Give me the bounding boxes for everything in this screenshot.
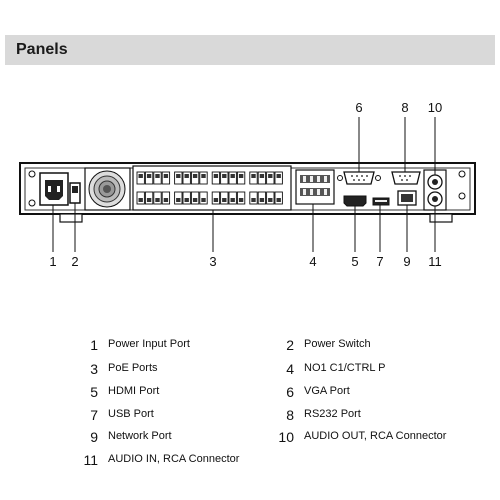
legend-label: USB Port <box>108 408 154 420</box>
legend-number: 8 <box>286 407 294 423</box>
poe-port-contact <box>201 198 206 202</box>
section-header: Panels <box>5 35 495 65</box>
poe-port-contact <box>222 198 227 202</box>
poe-port-contact <box>138 174 143 178</box>
poe-port-contact <box>155 198 160 202</box>
alarm-terminal-block <box>295 169 335 205</box>
poe-port-contact <box>155 174 160 178</box>
callout-4: 4 <box>309 254 316 269</box>
power-switch <box>69 182 81 204</box>
callout-1: 1 <box>49 254 56 269</box>
callout-5: 5 <box>351 254 358 269</box>
poe-port-contact <box>192 174 198 178</box>
vga-port <box>337 171 381 185</box>
power-input-port <box>39 172 69 206</box>
hdmi-port <box>343 195 367 207</box>
callout-10: 10 <box>428 100 442 115</box>
legend-label: Power Switch <box>304 338 371 350</box>
legend-label: PoE Ports <box>108 362 158 374</box>
callout-3: 3 <box>209 254 216 269</box>
callout-7: 7 <box>376 254 383 269</box>
poe-port-contact <box>238 174 244 178</box>
legend-number: 9 <box>90 429 98 445</box>
legend-number: 2 <box>286 337 294 353</box>
legend-number: 1 <box>90 337 98 353</box>
network-port <box>397 190 417 206</box>
legend-number: 4 <box>286 361 294 377</box>
fan-grille <box>84 167 131 211</box>
legend-label: HDMI Port <box>108 385 160 397</box>
legend-label: RS232 Port <box>304 408 361 420</box>
poe-port-contact <box>276 174 281 178</box>
leader-lines <box>52 117 436 252</box>
poe-port-contact <box>251 198 256 202</box>
poe-ports <box>132 165 292 211</box>
legend-number: 7 <box>90 407 98 423</box>
poe-port-contact <box>251 174 256 178</box>
poe-port-contact <box>230 174 235 178</box>
poe-port-contact <box>213 174 219 178</box>
poe-port-contact <box>259 198 265 202</box>
legend-label: Power Input Port <box>108 338 190 350</box>
callout-9: 9 <box>403 254 410 269</box>
callout-8: 8 <box>401 100 408 115</box>
callout-11: 11 <box>428 254 442 269</box>
legend-label: AUDIO OUT, RCA Connector <box>304 430 447 442</box>
poe-port-contact <box>230 198 235 202</box>
poe-port-contact <box>176 174 181 178</box>
legend-number: 10 <box>278 429 294 445</box>
legend-label: VGA Port <box>304 385 350 397</box>
callout-6: 6 <box>355 100 362 115</box>
poe-port-contact <box>213 198 219 202</box>
poe-port-contact <box>176 198 181 202</box>
poe-port-contact <box>146 198 152 202</box>
poe-port-contact <box>222 174 227 178</box>
audio-connectors <box>423 169 447 211</box>
legend-number: 3 <box>90 361 98 377</box>
poe-port-contact <box>184 198 189 202</box>
section-title: Panels <box>16 41 68 58</box>
poe-port-contact <box>238 198 244 202</box>
poe-port-contact <box>163 174 169 178</box>
poe-port-contact <box>184 174 189 178</box>
poe-port-contact <box>192 198 198 202</box>
poe-port-contact <box>146 174 152 178</box>
poe-port-contact <box>163 198 169 202</box>
legend-label: NO1 C1/CTRL P <box>304 362 386 374</box>
poe-port-contact <box>268 174 273 178</box>
poe-port-contact <box>276 198 281 202</box>
legend-label: Network Port <box>108 430 172 442</box>
poe-port-contact <box>138 198 143 202</box>
callout-2: 2 <box>71 254 78 269</box>
legend-number: 6 <box>286 384 294 400</box>
poe-port-contact <box>201 174 206 178</box>
usb-port <box>372 197 390 206</box>
callout-numbers: 6 8 10 1 2 3 4 5 7 9 11 <box>49 100 442 269</box>
legend-label: AUDIO IN, RCA Connector <box>108 453 240 465</box>
legend-number: 11 <box>83 452 98 468</box>
legend-number: 5 <box>90 384 98 400</box>
rs232-port <box>391 171 421 185</box>
poe-port-contact <box>259 174 265 178</box>
poe-port-contact <box>268 198 273 202</box>
